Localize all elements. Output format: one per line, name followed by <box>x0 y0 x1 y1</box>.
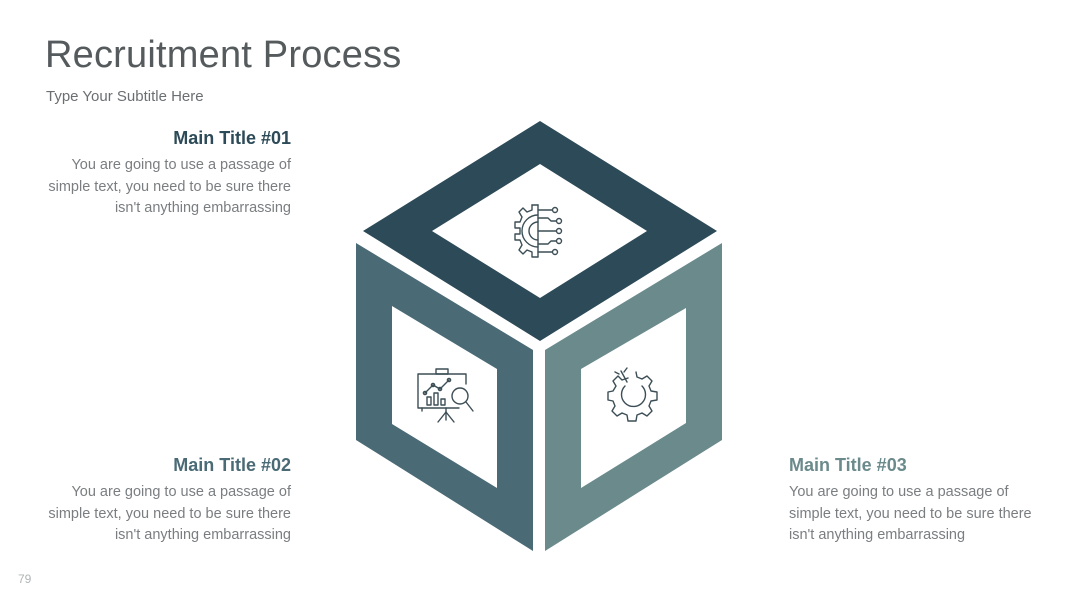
block-text-2: You are going to use a passage of simple… <box>48 484 291 543</box>
block-title-2: Main Title #02 <box>173 455 291 475</box>
block-text-3: You are going to use a passage of simple… <box>789 484 1032 543</box>
text-block-1: Main Title #01 You are going to use a pa… <box>31 128 291 220</box>
block-title-3: Main Title #03 <box>789 455 907 475</box>
cube-top-face <box>363 121 717 341</box>
page-subtitle: Type Your Subtitle Here <box>46 88 204 105</box>
cube-left-face <box>356 243 533 551</box>
gear-circuit-icon <box>514 204 563 258</box>
presentation-analytics-icon <box>417 368 474 423</box>
page-title: Recruitment Process <box>45 34 402 76</box>
text-block-3: Main Title #03 You are going to use a pa… <box>789 455 1049 547</box>
block-title-1: Main Title #01 <box>173 128 291 148</box>
gear-power-icon <box>607 367 658 422</box>
cube-right-face <box>545 243 722 551</box>
block-text-1: You are going to use a passage of simple… <box>48 157 291 216</box>
text-block-2: Main Title #02 You are going to use a pa… <box>31 455 291 547</box>
page-number: 79 <box>18 572 32 586</box>
